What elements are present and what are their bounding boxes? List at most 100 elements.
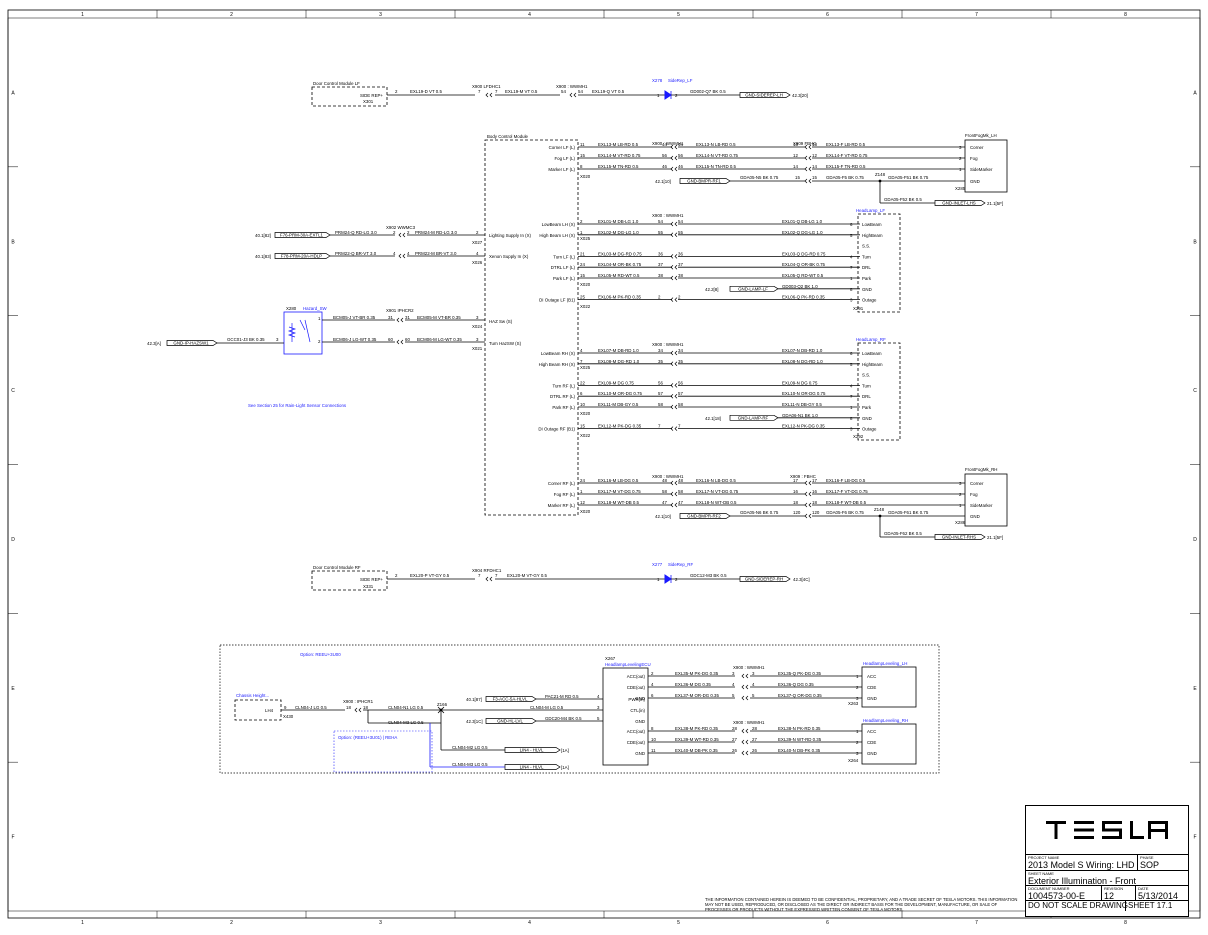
wire-label: EXL03-M DG-RD 0.75 — [598, 251, 642, 256]
column-marker-top: 2 — [230, 12, 233, 18]
pin: 10 — [651, 737, 656, 742]
wire-label: EXL12-N PK-DG 0.35 — [782, 424, 825, 429]
column-marker-bottom: 7 — [975, 920, 978, 926]
connector-mark — [741, 673, 749, 679]
pin: 2 — [959, 492, 962, 497]
ground-hazsw — [166, 340, 218, 346]
door-rf-pin-label: SIDE REP+ — [360, 577, 383, 582]
sensor-pin-label: LH4 — [265, 708, 274, 713]
column-marker-bottom: 8 — [1124, 920, 1127, 926]
wire-label: EXL40-M DB-PK 0.35 — [675, 748, 718, 753]
wire-label: EXL36-Q DG 0.35 — [778, 682, 814, 687]
pin: 16 — [812, 489, 817, 494]
pin: 56 — [678, 153, 683, 158]
ecu-input-flag-text: GND-HL-LVL — [497, 719, 523, 724]
wire-label: EXL19-D VT 0.5 — [410, 89, 442, 94]
bcm-output-name: Corner RF (L) — [548, 481, 576, 486]
pin: 1 — [850, 276, 853, 281]
bcm-x: X020 — [580, 282, 591, 287]
column-marker-top: 5 — [677, 12, 680, 18]
option-boundary-2 — [333, 730, 433, 773]
bcm-input-name: Lighting Supply In (X) — [489, 233, 532, 238]
pin: 3 — [850, 427, 853, 432]
lin-ref: [1A] — [561, 748, 569, 753]
wire-label: EXL38-M PK-RD 0.35 — [675, 726, 719, 731]
bcm-x: X024 — [472, 324, 483, 329]
pin: 54 — [678, 219, 683, 224]
pin: 4 — [732, 682, 735, 687]
row-marker-left: C — [11, 388, 15, 394]
headlamp-lf-output-name: DI Outage LF (B1) — [539, 298, 575, 303]
lamp-id: X277 — [652, 562, 663, 567]
pin: 36 — [678, 251, 683, 256]
ecu-id: X267 — [605, 656, 616, 661]
pin: 3 — [597, 705, 600, 710]
option-label-2: Option: (REEU+3U01) | REHA — [338, 735, 397, 740]
pin: 34 — [658, 348, 663, 353]
connector-mark — [741, 695, 749, 701]
wire-label: EXL03-Q DG-RD 0.75 — [782, 251, 826, 256]
ecu-pin-name: PWR(in) — [628, 697, 645, 702]
bcm-upper-connector2: X909 FBHC — [793, 141, 816, 146]
pin: 7 — [678, 424, 681, 429]
pin: 58 — [678, 489, 683, 494]
pin: 56 — [662, 153, 667, 158]
connector-mark — [670, 232, 678, 238]
connector-mark — [670, 155, 678, 161]
wire-label: EXL05-M RD-WT 0.5 — [598, 273, 640, 278]
revision: 12 — [1104, 891, 1115, 901]
wire-label: EXL10-N OR-DG 0.75 — [782, 391, 826, 396]
connector-mark — [741, 728, 749, 734]
pin: 26 — [752, 748, 757, 753]
headlamp-rf-ground-flag — [729, 414, 779, 421]
bcm-output-name: Marker RF (L) — [548, 503, 576, 508]
pin: 120 — [812, 510, 820, 515]
connector-mark — [670, 264, 678, 270]
wire-label: EXL36-M DG 0.35 — [675, 682, 711, 687]
pin: 1 — [856, 674, 859, 679]
wire-label: EXL05-Q RD-WT 0.5 — [782, 273, 824, 278]
ground-siderep-rh-text: GND-SIDEREP-RH — [745, 577, 783, 582]
supply-connector: X902 WWMC3 — [386, 225, 416, 230]
wire-label: EXL18-N WT-DB 0.5 — [696, 500, 737, 505]
bcm-output-name: Fog LF (L) — [555, 156, 576, 161]
hazard-name: Hazard_SW — [303, 306, 328, 311]
pin: 44 — [678, 142, 683, 147]
supply-flag-text: F78-PRM-20A-HDLP — [281, 254, 322, 259]
pin: 3 — [276, 337, 279, 342]
headlamp-rf-pin-label: LowBeam — [862, 351, 882, 356]
fog-rh-pin-label: SideMarker — [970, 503, 993, 508]
pin: 11 — [580, 142, 585, 147]
wire-label: CLN04-M3 LG 0.5 — [452, 762, 488, 767]
door-lf-pin-label: SIDE REP+ — [360, 93, 383, 98]
splice-id: Z166 — [437, 702, 448, 707]
connector-mark — [670, 166, 678, 172]
headlamp-lf-output-name: LowBeam LH (X) — [542, 222, 576, 227]
lin-flag-2-text: LIN4 - HLVL — [520, 765, 544, 770]
pin: 27 — [732, 737, 737, 742]
supply-flag — [274, 232, 331, 238]
ground-bmpr-rf1-text: GND-BMPR-RF1 — [687, 179, 721, 184]
connector-mark — [485, 92, 493, 98]
ground-bmpr-rf2 — [679, 513, 731, 519]
headlamp-lf-ground-flag — [729, 285, 779, 292]
wire-label: GDA06-N1 BK 1.0 — [782, 413, 818, 418]
date-label: DATE — [1138, 886, 1149, 891]
pin: 1 — [580, 489, 583, 494]
connector-mark — [670, 393, 678, 399]
wire-label: PRM24-Q RD-LG 3.0 — [335, 230, 377, 235]
pin: 1 — [657, 577, 660, 582]
ground-ref: 42.3[4C] — [793, 577, 810, 582]
wire-label: EXL13-F LB-RD 0.5 — [826, 142, 866, 147]
headlamp-lf-pin-label: GND — [862, 287, 872, 292]
pin: 38 — [658, 273, 663, 278]
lin-ref: [1A] — [561, 765, 569, 770]
pin: 37 — [678, 262, 683, 267]
pin: 2 — [651, 671, 654, 676]
wire-label: EXL13-M LB-RD 0.5 — [598, 142, 639, 147]
column-marker-bottom: 4 — [528, 920, 531, 926]
side-repeater-lf-icon — [664, 90, 672, 100]
pin: 2 — [856, 740, 859, 745]
pin: 18 — [793, 500, 798, 505]
bcm-x: X027 — [472, 240, 483, 245]
